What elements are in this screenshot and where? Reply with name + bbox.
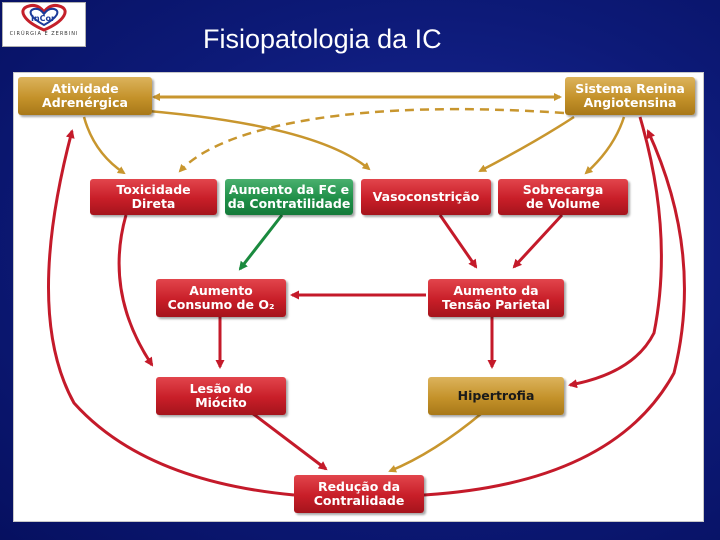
logo-mark: InCor bbox=[31, 14, 55, 23]
logo-text: CIRÚRGIA E ZERBINI bbox=[9, 31, 79, 37]
arrow-vasoconstriction-to-wall bbox=[438, 214, 478, 269]
heart-logo-icon: InCor bbox=[21, 4, 67, 32]
arrow-renin-to-hr-dashed bbox=[178, 107, 565, 173]
node-contractility-reduction: Redução da Contralidade bbox=[294, 475, 424, 513]
arrow-adrenergic-to-vasoconstriction bbox=[123, 107, 371, 171]
node-direct-toxicity: Toxicidade Direta bbox=[90, 179, 217, 215]
node-vasoconstriction: Vasoconstrição bbox=[361, 179, 491, 215]
arrow-myocyte-to-contractility bbox=[251, 411, 328, 471]
arrow-volume-to-wall bbox=[512, 213, 564, 269]
arrow-renin-to-volume bbox=[584, 116, 626, 175]
node-hypertrophy: Hipertrofia bbox=[428, 377, 564, 415]
arrow-toxicity-to-myocyte bbox=[117, 214, 154, 367]
node-wall-tension: Aumento da Tensão Parietal bbox=[428, 279, 564, 317]
node-adrenergic-activity: Atividade Adrenérgica bbox=[18, 77, 152, 115]
arrow-hr-to-o2 bbox=[238, 214, 284, 271]
node-volume-overload: Sobrecarga de Volume bbox=[498, 179, 628, 215]
arrow-hypertrophy-to-contractility bbox=[388, 412, 483, 473]
incor-logo: InCor CIRÚRGIA E ZERBINI bbox=[2, 2, 86, 47]
node-hr-contractility-increase: Aumento da FC e da Contratilidade bbox=[225, 179, 353, 215]
arrow-renin-to-hypertrophy bbox=[568, 116, 663, 389]
node-myocyte-injury: Lesão do Miócito bbox=[156, 377, 286, 415]
node-renin-angiotensin: Sistema Renina Angiotensina bbox=[565, 77, 695, 115]
arrow-contractility-to-renin bbox=[423, 129, 686, 497]
page-title: Fisiopatologia da IC bbox=[203, 24, 442, 54]
diagram-panel: Atividade Adrenérgica Sistema Renina Ang… bbox=[13, 72, 704, 522]
node-o2-consumption: Aumento Consumo de O₂ bbox=[156, 279, 286, 317]
arrow-contractility-to-adrenergic bbox=[47, 129, 295, 497]
arrow-renin-to-vasoconstriction bbox=[478, 115, 575, 173]
diagram-arrows bbox=[47, 93, 686, 497]
arrow-adrenergic-to-toxicity bbox=[82, 116, 126, 175]
